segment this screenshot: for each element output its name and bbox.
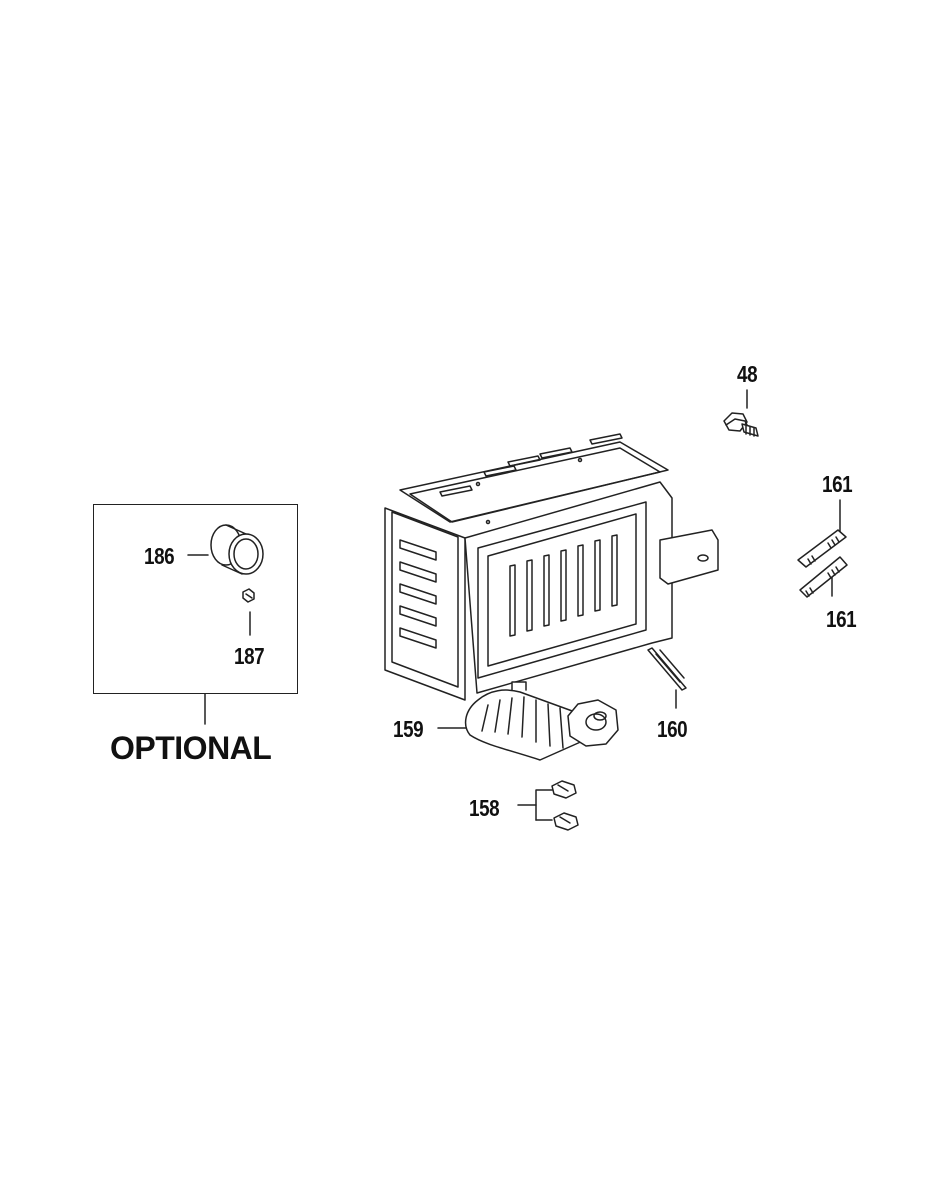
- part-158-nut-top: [551, 780, 577, 799]
- callout-161-bottom: 161: [826, 606, 857, 632]
- part-160-gasket: [647, 647, 687, 691]
- part-161-stud-bottom: [799, 556, 848, 598]
- part-161-stud-top: [797, 529, 847, 568]
- optional-label: OPTIONAL: [110, 730, 272, 766]
- callout-187: 187: [234, 643, 265, 669]
- callout-160: 160: [657, 716, 688, 742]
- callout-48: 48: [737, 361, 758, 387]
- callout-158: 158: [469, 795, 500, 821]
- optional-parts-box: [93, 504, 298, 694]
- callout-186: 186: [144, 543, 175, 569]
- callout-161-top: 161: [822, 471, 853, 497]
- part-186-spark-arrestor: [210, 524, 264, 575]
- part-158-nut-bottom: [553, 812, 579, 831]
- part-187-screw: [242, 588, 255, 603]
- part-48-bolt: [723, 412, 759, 437]
- part-159-muffler: [384, 433, 719, 761]
- leader-158: [517, 789, 553, 806]
- callout-159: 159: [393, 716, 424, 742]
